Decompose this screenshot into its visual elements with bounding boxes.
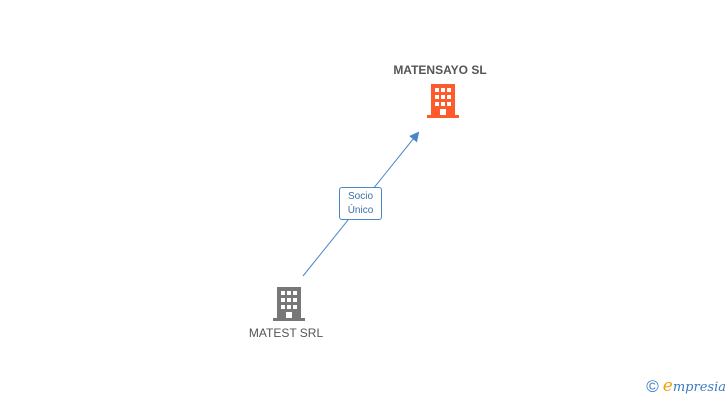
- brand-logo[interactable]: empresia: [663, 376, 726, 396]
- relation-label-line2: Único: [347, 205, 374, 216]
- brand-initial: e: [662, 376, 673, 396]
- building-icon[interactable]: [273, 287, 305, 321]
- related-company-name[interactable]: MATEST SRL: [248, 326, 324, 340]
- brand-footer[interactable]: © empresia: [646, 376, 726, 396]
- main-company-name[interactable]: MATENSAYO SL: [393, 63, 487, 77]
- copyright-icon: ©: [646, 376, 659, 396]
- brand-name: mpresia: [672, 380, 726, 395]
- relation-label-line1: Socio: [347, 191, 373, 202]
- building-icon[interactable]: [427, 84, 459, 118]
- relation-label: Socio Único: [339, 187, 382, 220]
